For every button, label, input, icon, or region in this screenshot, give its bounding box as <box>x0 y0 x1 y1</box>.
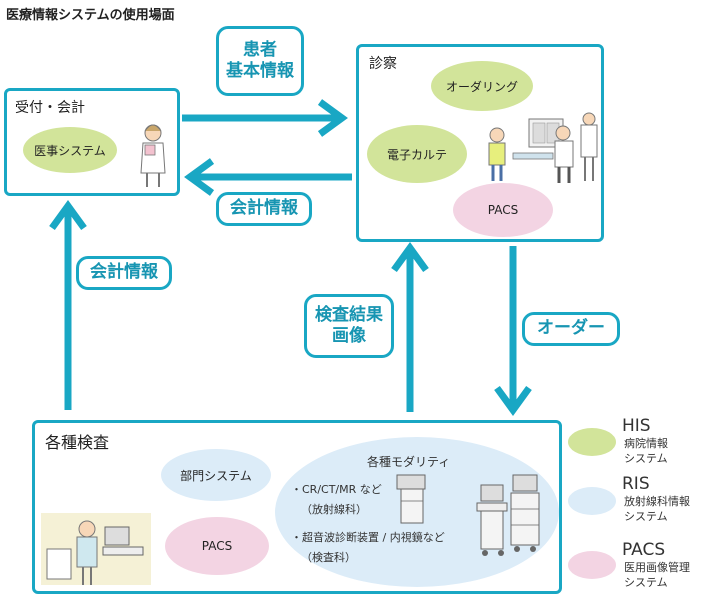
modality-line2: （放射線科） <box>301 503 367 516</box>
legend-pacs-line1: 医用画像管理 <box>624 561 690 574</box>
testing-pacs: PACS <box>165 517 269 575</box>
legend-ris-line2: システム <box>624 510 668 523</box>
modality-title: 各種モダリティ <box>367 455 451 469</box>
testing-label: 各種検査 <box>45 433 110 452</box>
patient-info-label: 患者 基本情報 <box>216 26 304 96</box>
modality-line3: ・超音波診断装置 / 内視鏡など <box>291 531 445 544</box>
legend-pacs-line2: システム <box>624 576 668 589</box>
results-line2: 画像 <box>332 326 366 346</box>
exam-room-box: 診察 オーダリング 電子カルテ PACS <box>356 44 604 242</box>
legend-ris-line1: 放射線科情報 <box>624 495 690 508</box>
legend-pacs-abbr: PACS <box>622 540 666 560</box>
arrow-testing-to-exam <box>391 242 429 412</box>
page-title: 医療情報システムの使用場面 <box>6 8 175 23</box>
legend-ris-swatch <box>568 487 616 515</box>
arrow-to-reception <box>184 158 352 196</box>
testing-box: 各種検査 部門システム PACS 各種モダリティ ・CR/CT/MR など （放… <box>32 420 562 594</box>
legend-ris-abbr: RIS <box>622 474 650 494</box>
results-images-label: 検査結果 画像 <box>304 294 394 358</box>
exam-room-label: 診察 <box>369 56 397 72</box>
modality-line1: ・CR/CT/MR など <box>291 483 382 496</box>
reception-box: 受付・会計 医事システム <box>4 88 180 196</box>
modality-line4: （検査科） <box>301 551 356 564</box>
arrow-exam-to-testing <box>494 246 532 416</box>
arrow-to-exam <box>182 99 348 137</box>
billing-info-left-label: 会計情報 <box>76 256 172 290</box>
results-line1: 検査結果 <box>315 304 383 325</box>
legend-his-line2: システム <box>624 452 668 465</box>
arrow-testing-to-reception <box>49 200 87 410</box>
receptionist-icon <box>140 124 166 187</box>
billing-info-top-label: 会計情報 <box>216 192 312 226</box>
legend-his-swatch <box>568 428 616 456</box>
reception-label: 受付・会計 <box>15 100 85 116</box>
department-system: 部門システム <box>161 449 271 501</box>
order-label: オーダー <box>522 312 620 346</box>
technician-icon <box>41 513 151 585</box>
legend-pacs-swatch <box>568 551 616 579</box>
medical-accounting-system: 医事システム <box>23 127 117 173</box>
exam-room-pacs: PACS <box>453 183 553 237</box>
patient-info-line1: 患者 <box>243 39 277 60</box>
doctor-patient-icon <box>488 112 598 183</box>
ultrasound-icon <box>476 484 508 556</box>
electronic-medical-record: 電子カルテ <box>367 125 467 183</box>
ct-scanner-icon <box>396 474 426 524</box>
patient-info-line2: 基本情報 <box>226 61 294 81</box>
ordering-system: オーダリング <box>431 61 533 111</box>
legend-his-line1: 病院情報 <box>624 437 668 450</box>
endoscope-icon <box>510 474 540 552</box>
legend-his-abbr: HIS <box>622 416 651 436</box>
